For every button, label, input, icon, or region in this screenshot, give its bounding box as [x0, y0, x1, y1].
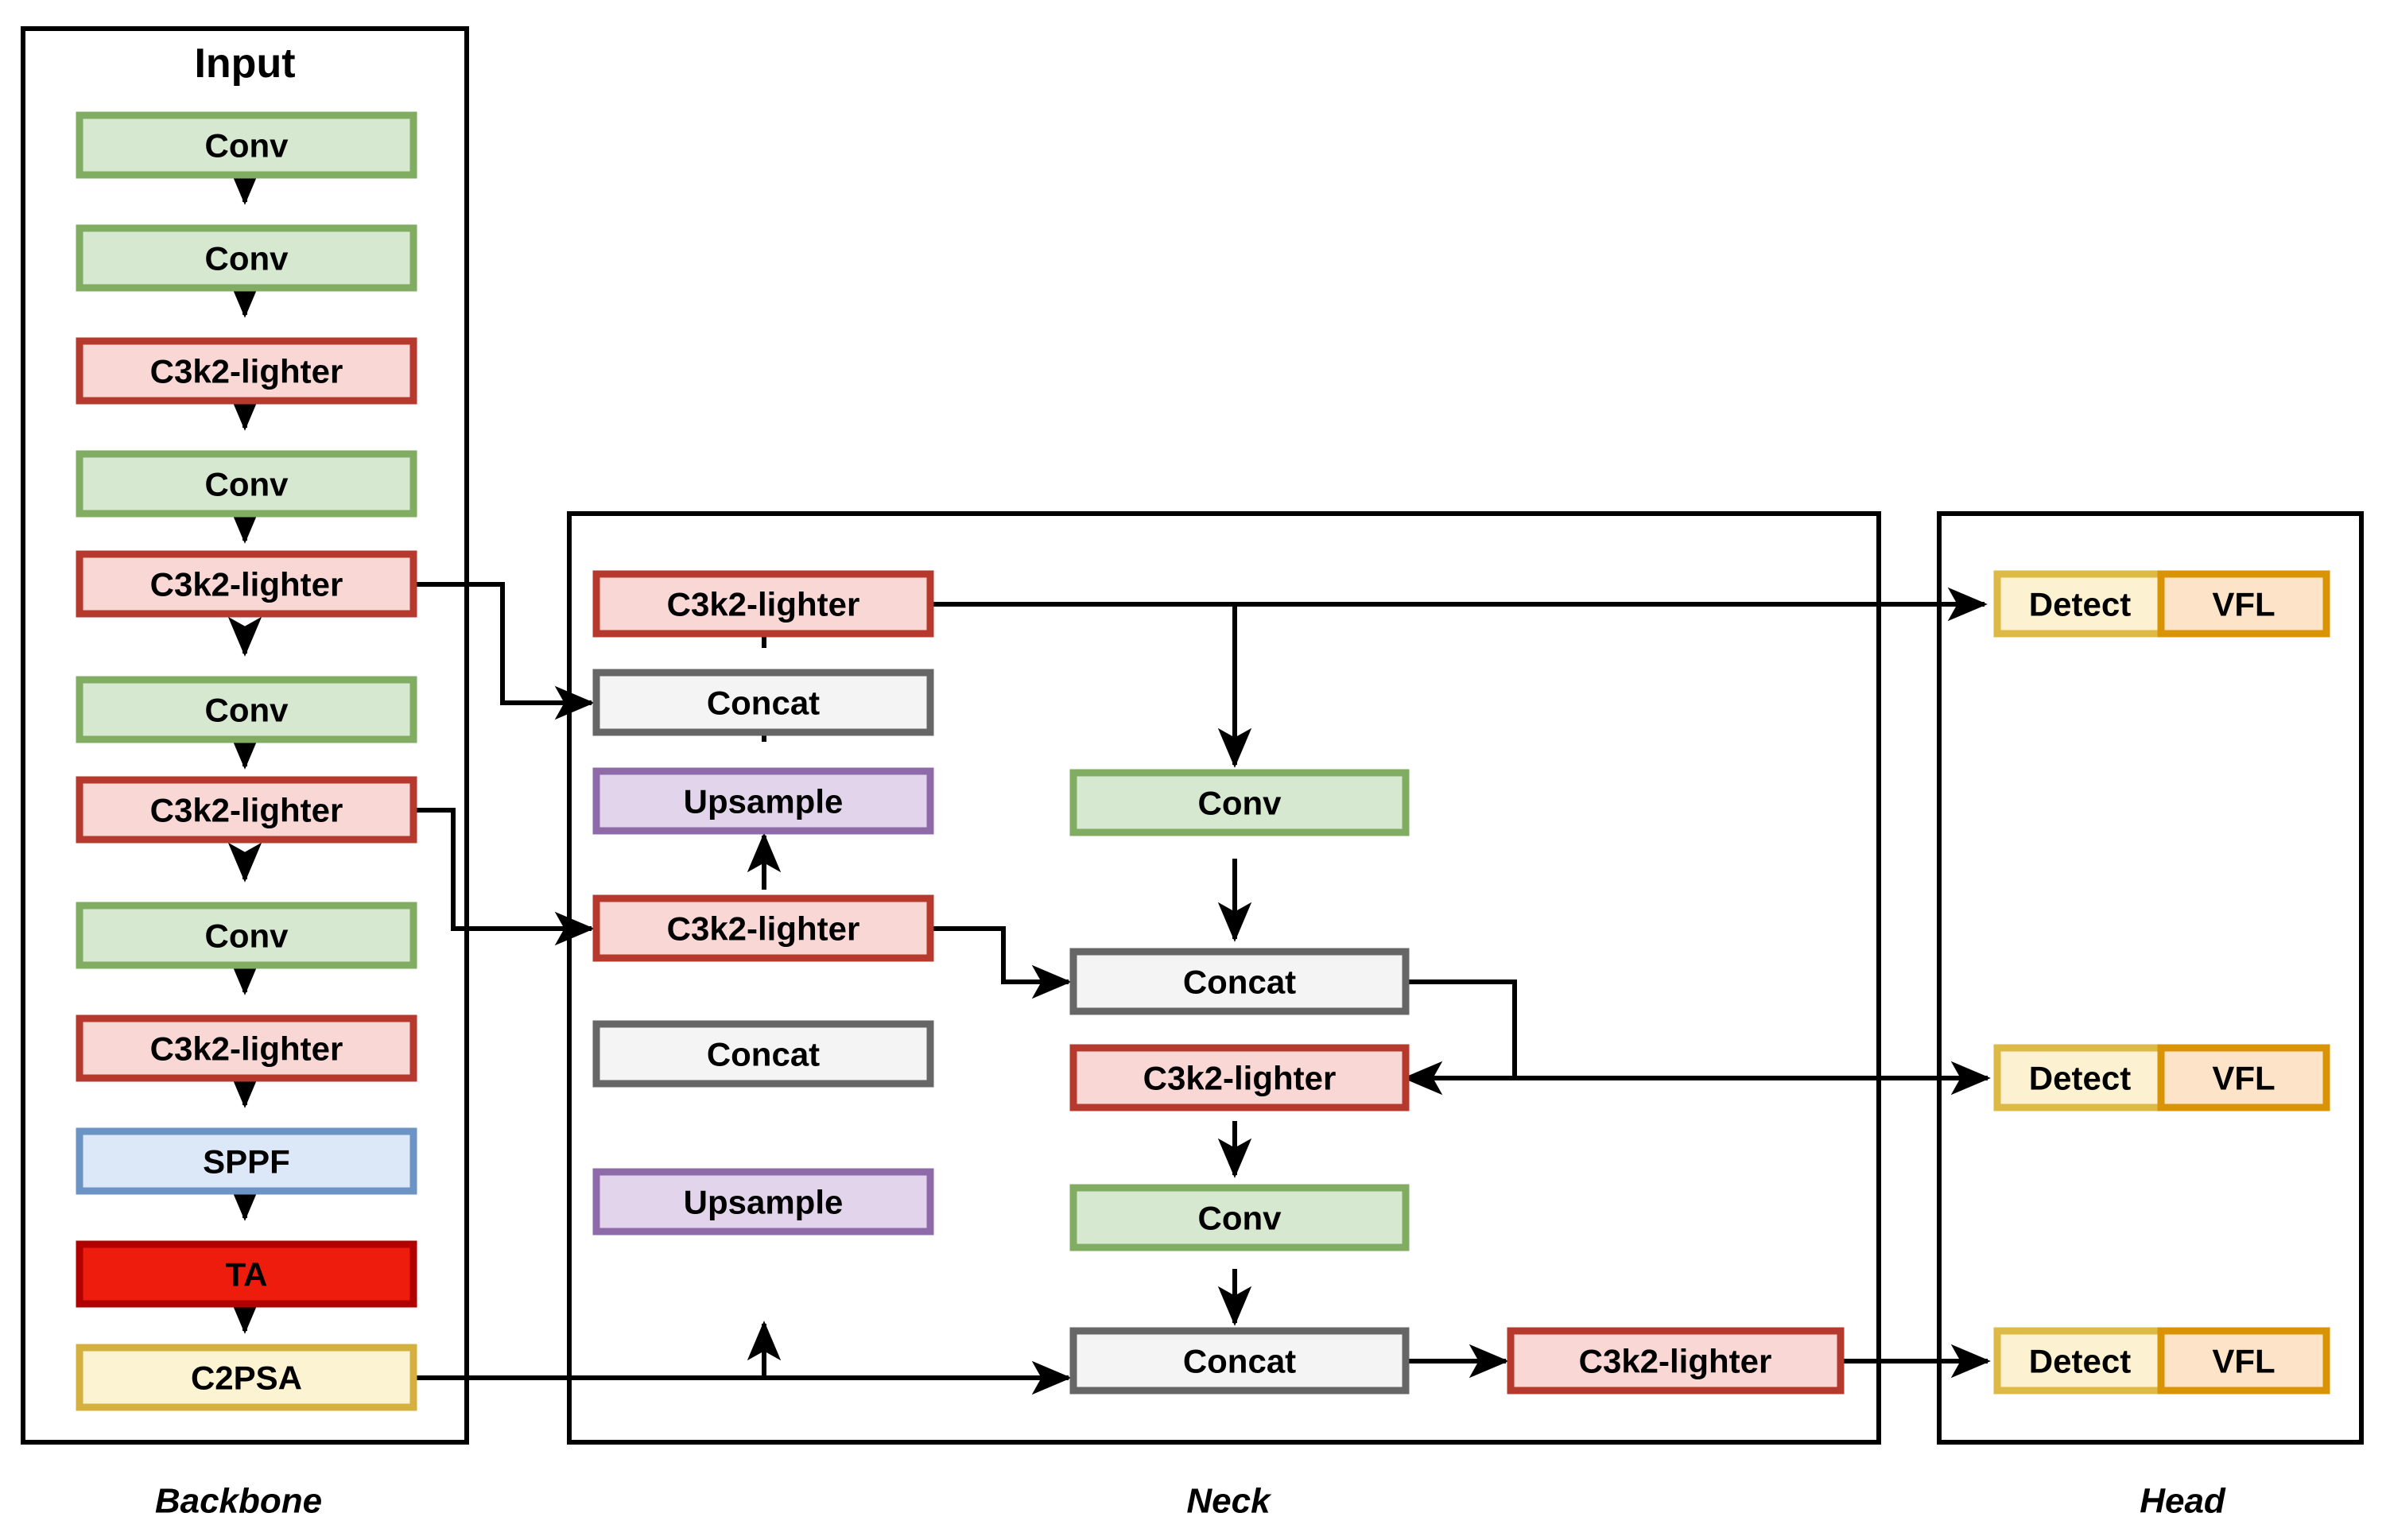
- head-blocks: Detect VFL Detect VFL Detect VFL: [1993, 570, 2330, 1395]
- neck-left-block-1-label: Concat: [707, 685, 820, 722]
- neck-right-block-0-label: C3k2-lighter: [1579, 1343, 1772, 1380]
- neck-left-block-5[interactable]: Upsample: [592, 1168, 934, 1235]
- neck-middle-block-3[interactable]: Conv: [1069, 1184, 1410, 1251]
- neck-left-block-3-label: C3k2-lighter: [667, 910, 860, 948]
- backbone-block-4-label: C3k2-lighter: [150, 566, 343, 603]
- backbone-container: [21, 26, 469, 1445]
- backbone-block-8[interactable]: C3k2-lighter: [76, 1014, 417, 1082]
- p4-to-concat-edge: [932, 926, 1072, 999]
- head-vfl-0-label: VFL: [2212, 586, 2275, 623]
- neck-left-blocks: C3k2-lighter Concat Upsample C3k2-lighte…: [592, 570, 934, 1235]
- backbone-block-9-label: SPPF: [203, 1143, 290, 1181]
- neck-container: [567, 511, 1881, 1445]
- backbone-block-10-label: TA: [226, 1256, 268, 1294]
- neck-left-block-0[interactable]: C3k2-lighter: [592, 570, 934, 638]
- backbone-block-7-label: Conv: [205, 917, 289, 955]
- head-detect-0-label: Detect: [2029, 586, 2131, 623]
- neck-middle-block-0-label: Conv: [1198, 785, 1282, 822]
- section-label-neck: Neck: [1186, 1482, 1272, 1521]
- backbone-block-1[interactable]: Conv: [76, 224, 417, 292]
- head-vfl-1-label: VFL: [2212, 1060, 2275, 1097]
- backbone-block-8-label: C3k2-lighter: [150, 1030, 343, 1068]
- page-title: Input: [194, 41, 295, 87]
- backbone-block-0-label: Conv: [205, 127, 289, 165]
- section-label-backbone: Backbone: [155, 1482, 322, 1521]
- backbone-block-2[interactable]: C3k2-lighter: [76, 337, 417, 405]
- neck-right-blocks: C3k2-lighter: [1507, 1327, 1845, 1395]
- neck-left-block-5-label: Upsample: [684, 1184, 844, 1221]
- backbone-block-3-label: Conv: [205, 466, 289, 503]
- backbone-block-10[interactable]: TA: [76, 1240, 417, 1308]
- backbone-block-9[interactable]: SPPF: [76, 1127, 417, 1195]
- neck-left-block-1[interactable]: Concat: [592, 669, 934, 736]
- neck-middle-edges: [1217, 859, 1517, 1379]
- backbone-block-5[interactable]: Conv: [76, 676, 417, 743]
- backbone-block-6-label: C3k2-lighter: [150, 792, 343, 829]
- backbone-blocks: Conv Conv C3k2-lighter Conv C3k2-lighter: [76, 111, 417, 1411]
- skip-p4-edge: [413, 808, 595, 946]
- head-output-1[interactable]: Detect VFL: [1993, 1044, 2330, 1111]
- head-detect-2-label: Detect: [2029, 1343, 2131, 1380]
- neck-middle-block-2-label: C3k2-lighter: [1143, 1060, 1337, 1097]
- neck-left-block-0-label: C3k2-lighter: [667, 586, 860, 623]
- head-container: [1937, 511, 2364, 1445]
- backbone-block-2-label: C3k2-lighter: [150, 353, 343, 390]
- head-vfl-2[interactable]: [2157, 1327, 2330, 1395]
- backbone-block-5-label: Conv: [205, 692, 289, 729]
- backbone-block-4[interactable]: C3k2-lighter: [76, 550, 417, 618]
- neck-middle-block-4[interactable]: Concat: [1069, 1327, 1410, 1395]
- head-output-0[interactable]: Detect VFL: [1993, 570, 2330, 638]
- neck-left-block-4-label: Concat: [707, 1036, 820, 1073]
- neck-left-block-4[interactable]: Concat: [592, 1020, 934, 1088]
- head-output-2[interactable]: Detect VFL: [1993, 1327, 2330, 1395]
- neck-middle-block-1[interactable]: Concat: [1069, 948, 1410, 1015]
- neck-middle-block-2[interactable]: C3k2-lighter: [1069, 1044, 1410, 1111]
- skip-p3-edge: [413, 582, 595, 720]
- section-label-head: Head: [2140, 1482, 2226, 1521]
- backbone-block-6[interactable]: C3k2-lighter: [76, 776, 417, 844]
- neck-left-block-2-label: Upsample: [684, 783, 844, 820]
- backbone-block-11-label: C2PSA: [191, 1360, 302, 1397]
- neck-left-block-3[interactable]: C3k2-lighter: [592, 894, 934, 962]
- backbone-block-0[interactable]: Conv: [76, 111, 417, 179]
- neck-middle-blocks: Conv Concat C3k2-lighter Conv Concat: [1069, 769, 1410, 1395]
- neck-middle-block-1-label: Concat: [1183, 964, 1296, 1001]
- neck-middle-block-0[interactable]: Conv: [1069, 769, 1410, 836]
- neck-left-block-2[interactable]: Upsample: [592, 767, 934, 835]
- head-vfl-1[interactable]: [2157, 1044, 2330, 1111]
- head-vfl-2-label: VFL: [2212, 1343, 2275, 1380]
- head-detect-1-label: Detect: [2029, 1060, 2131, 1097]
- head-detect-1[interactable]: [1993, 1044, 2167, 1111]
- backbone-block-3[interactable]: Conv: [76, 450, 417, 518]
- neck-right-block-0[interactable]: C3k2-lighter: [1507, 1327, 1845, 1395]
- backbone-block-11[interactable]: C2PSA: [76, 1344, 417, 1411]
- neck-middle-block-4-label: Concat: [1183, 1343, 1296, 1380]
- head-vfl-0[interactable]: [2157, 570, 2330, 638]
- backbone-block-7[interactable]: Conv: [76, 902, 417, 969]
- backbone-block-1-label: Conv: [205, 240, 289, 277]
- neck-middle-block-3-label: Conv: [1198, 1200, 1282, 1237]
